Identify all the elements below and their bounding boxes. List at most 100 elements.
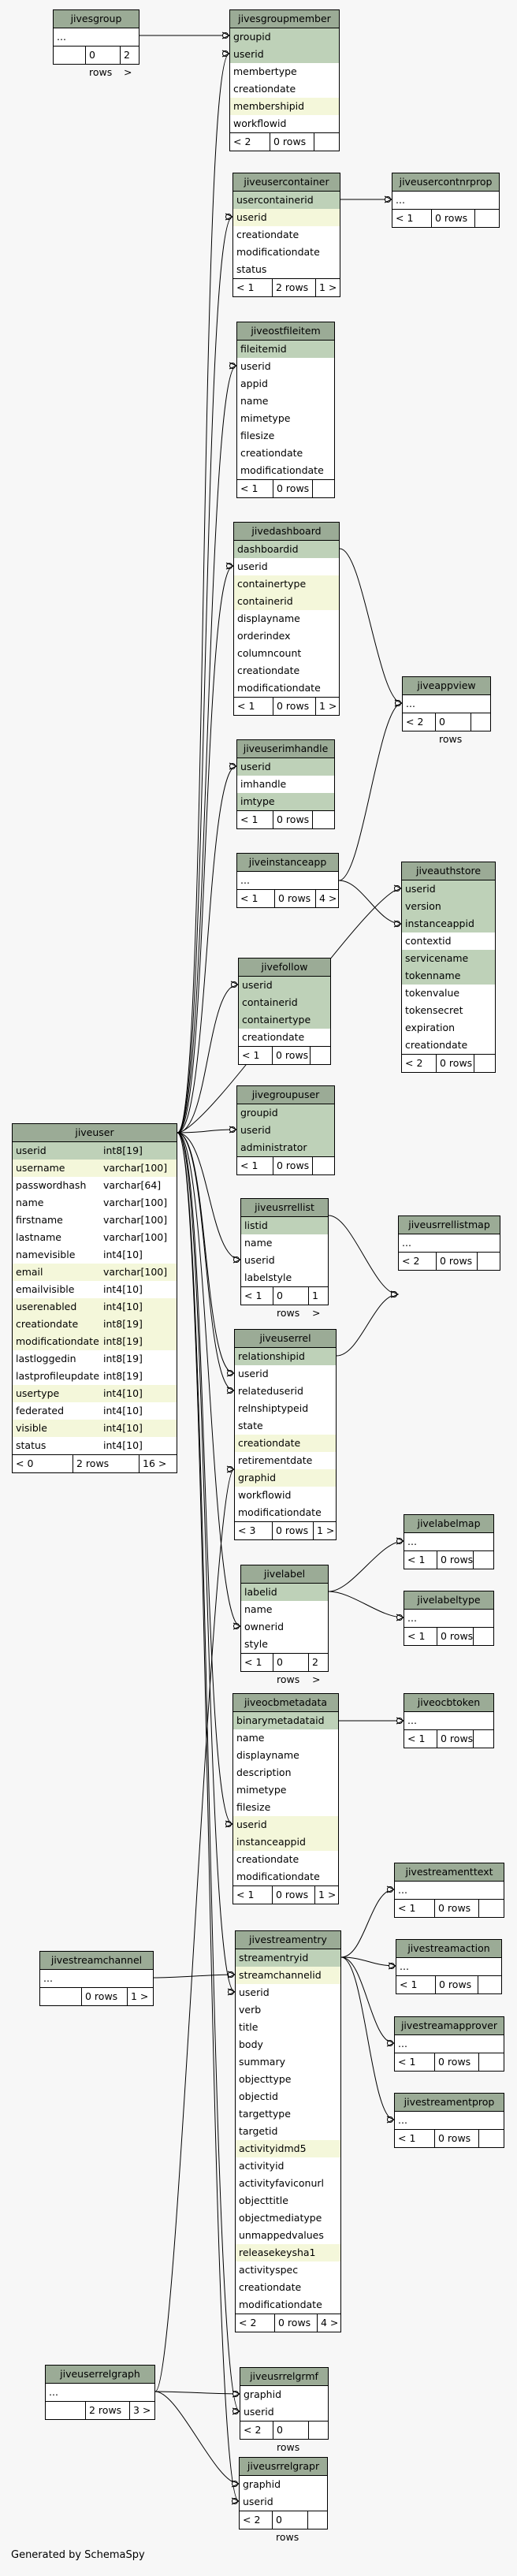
- column-name: style: [244, 1638, 268, 1650]
- column-name: state: [238, 1420, 263, 1431]
- table-title: jivestreamchannel: [40, 1952, 153, 1970]
- column-name: activityid: [239, 2160, 285, 2172]
- column-name: membertype: [233, 65, 297, 77]
- column-name: lastprofileupdate: [16, 1370, 100, 1382]
- table-title: jiveostfileitem: [237, 322, 334, 341]
- column-name: creationdate: [240, 447, 303, 459]
- fk-graph-userrel: [154, 1469, 235, 2392]
- column-name: releasekeysha1: [239, 2247, 316, 2258]
- column-row: retirementdate: [235, 1452, 336, 1469]
- column-row: targettype: [236, 2105, 340, 2123]
- column-row: userid: [239, 977, 330, 994]
- column-name: passwordhash: [16, 1179, 87, 1191]
- column-name: membershipid: [233, 100, 305, 112]
- column-row: userid: [233, 1816, 338, 1833]
- column-name: streamentryid: [239, 1952, 309, 1964]
- column-name: lastname: [16, 1231, 61, 1243]
- column-name: creationdate: [405, 1039, 468, 1051]
- column-name: ...: [49, 2386, 58, 2398]
- column-name: objectmediatype: [239, 2212, 322, 2224]
- column-row: title: [236, 2019, 340, 2036]
- column-name: userid: [405, 883, 436, 895]
- column-row: streamentryid: [236, 1949, 340, 1967]
- column-name: creationdate: [239, 2281, 302, 2293]
- column-type: varchar[64]: [103, 1179, 162, 1191]
- column-row: body: [236, 2036, 340, 2053]
- fk-channel-entry: [153, 1974, 236, 1979]
- column-name: streamchannelid: [239, 1969, 322, 1981]
- table-title: jiveuserrelgraph: [46, 2366, 154, 2384]
- column-name: imtype: [240, 795, 275, 807]
- column-name: ...: [407, 1714, 417, 1726]
- column-row: version: [402, 898, 495, 915]
- column-name: relationshipid: [238, 1350, 305, 1362]
- column-row: columncount: [234, 645, 339, 662]
- column-row: activityspec: [236, 2261, 340, 2279]
- column-row: ...: [54, 28, 139, 46]
- column-row: objectid: [236, 2088, 340, 2105]
- column-row: ...: [399, 1234, 500, 1252]
- parents-count: < 1: [236, 1889, 255, 1900]
- column-name: targettype: [239, 2108, 291, 2120]
- fk-line-jiveusrrelgrapr: [177, 1132, 240, 2502]
- parents-count: < 2: [402, 1255, 420, 1267]
- row-count: 0 rows: [436, 1055, 474, 1072]
- column-name: activityspec: [239, 2264, 299, 2276]
- children-count: 1 >: [127, 1988, 152, 2005]
- parents-count: < 1: [236, 281, 255, 293]
- children-count: [474, 1055, 494, 1072]
- column-name: orderindex: [237, 630, 291, 642]
- row-count: 0 rows: [273, 1654, 309, 1685]
- column-name: creationdate: [242, 1031, 305, 1043]
- row-count: 2 rows: [85, 2402, 130, 2419]
- column-name: objectid: [239, 2090, 278, 2102]
- generated-by-credit: Generated by SchemaSpy: [11, 2549, 145, 2561]
- parents-count: < 2: [233, 136, 251, 147]
- children-count: [473, 1730, 493, 1748]
- parents-count: < 1: [237, 700, 255, 712]
- parents-count: < 1: [398, 1902, 416, 1914]
- children-count: [312, 811, 333, 828]
- parents-count: < 2: [243, 2514, 261, 2526]
- column-name: version: [405, 900, 441, 912]
- row-count: 0 rows: [272, 1047, 311, 1064]
- children-count: [474, 210, 498, 227]
- column-row: releasekeysha1: [236, 2244, 340, 2261]
- fk-stream-prop: [340, 1956, 395, 2120]
- column-name: ownerid: [244, 1621, 285, 1632]
- column-name: userid: [238, 1368, 269, 1379]
- column-row: ...: [404, 1712, 493, 1729]
- parents-count: < 1: [407, 1733, 426, 1744]
- column-name: creationdate: [233, 83, 296, 95]
- parents-count: < 2: [406, 716, 424, 728]
- column-type: int8[19]: [103, 1353, 143, 1364]
- column-name: appid: [240, 378, 268, 389]
- column-row: verb: [236, 2001, 340, 2019]
- column-name: labelstyle: [244, 1271, 292, 1283]
- column-name: ...: [43, 1972, 53, 1984]
- fk-graph-grapr: [154, 2391, 240, 2485]
- column-row: groupid: [230, 28, 339, 46]
- parents-count: < 3: [238, 1524, 256, 1536]
- table-title: jiveinstanceapp: [237, 854, 338, 872]
- table-title: jiveusrrellist: [241, 1199, 328, 1217]
- column-row: description: [233, 1764, 338, 1781]
